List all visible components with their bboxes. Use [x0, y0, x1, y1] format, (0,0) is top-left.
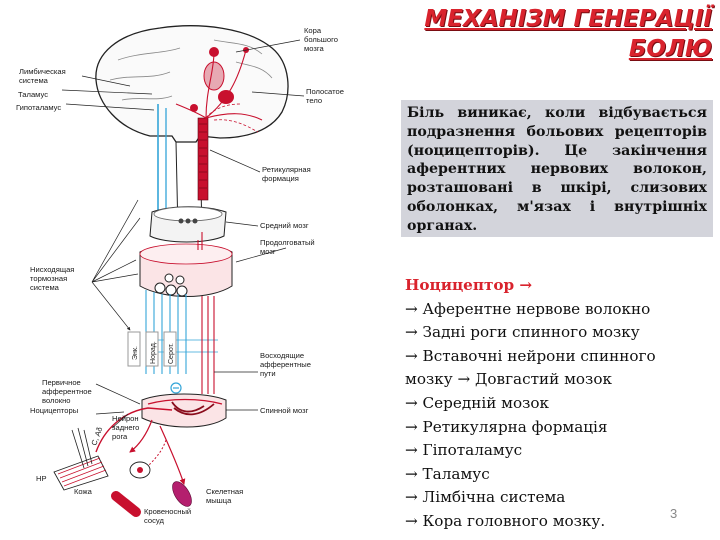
label-hypothalamus: Гипоталамус [16, 103, 61, 112]
label-fiber-c: С, Аδ [89, 426, 104, 447]
label-thalamus: Таламус [18, 90, 48, 99]
skin-block [53, 455, 109, 491]
page-number: 3 [670, 506, 678, 521]
chain-step: → Гіпоталамус [405, 441, 523, 460]
chain-step: мозку → Довгастий мозок [405, 370, 612, 389]
slide-title-line-2: БОЛЮ [628, 36, 712, 62]
label-serot: Серот. [168, 343, 175, 364]
primary-afferent-fiber [95, 407, 173, 453]
chain-step: → Кора головного мозку. [405, 511, 606, 530]
chain-head: Ноцицептор → [405, 276, 533, 294]
pain-pathway-list: Ноцицептор → → Аферентне нервове волокно… [405, 274, 715, 534]
label-norad: Норад. [150, 341, 157, 364]
chain-step: → Задні роги спинного мозку [405, 323, 640, 342]
slide-title: МЕХАНІЗМ ГЕНЕРАЦІЇ БОЛЮ [412, 4, 712, 64]
skeletal-muscle-shape [172, 481, 192, 507]
striatum-shape [203, 61, 225, 91]
description-text: Біль виникає, коли відбувається подразне… [407, 105, 707, 234]
label-skin: Кожа [74, 487, 93, 496]
chain-step: → Аферентне нервове волокно [405, 299, 651, 318]
label-nociceptors: Ноцицепторы [30, 406, 78, 415]
chain-step: → Ретикулярна формація [405, 417, 608, 436]
chain-step: → Таламус [405, 464, 490, 483]
reticular-formation-bar [197, 117, 209, 201]
chain-step: → Вставочні нейрони спинного [405, 346, 656, 365]
slide-title-line-1: МЕХАНІЗМ ГЕНЕРАЦІЇ [424, 6, 712, 32]
blood-vessel-shape [111, 491, 141, 517]
chain-step: → Лімбічна система [405, 488, 566, 507]
chain-step: → Середній мозок [405, 393, 550, 412]
label-midbrain: Средний мозг [260, 221, 309, 230]
brain-outline [95, 25, 289, 143]
label-enk: Энк. [132, 346, 139, 360]
label-np: НР [36, 474, 47, 483]
description-box: Біль виникає, коли відбувається подразне… [401, 100, 713, 237]
label-spinal-cord: Спинной мозг [260, 406, 309, 415]
